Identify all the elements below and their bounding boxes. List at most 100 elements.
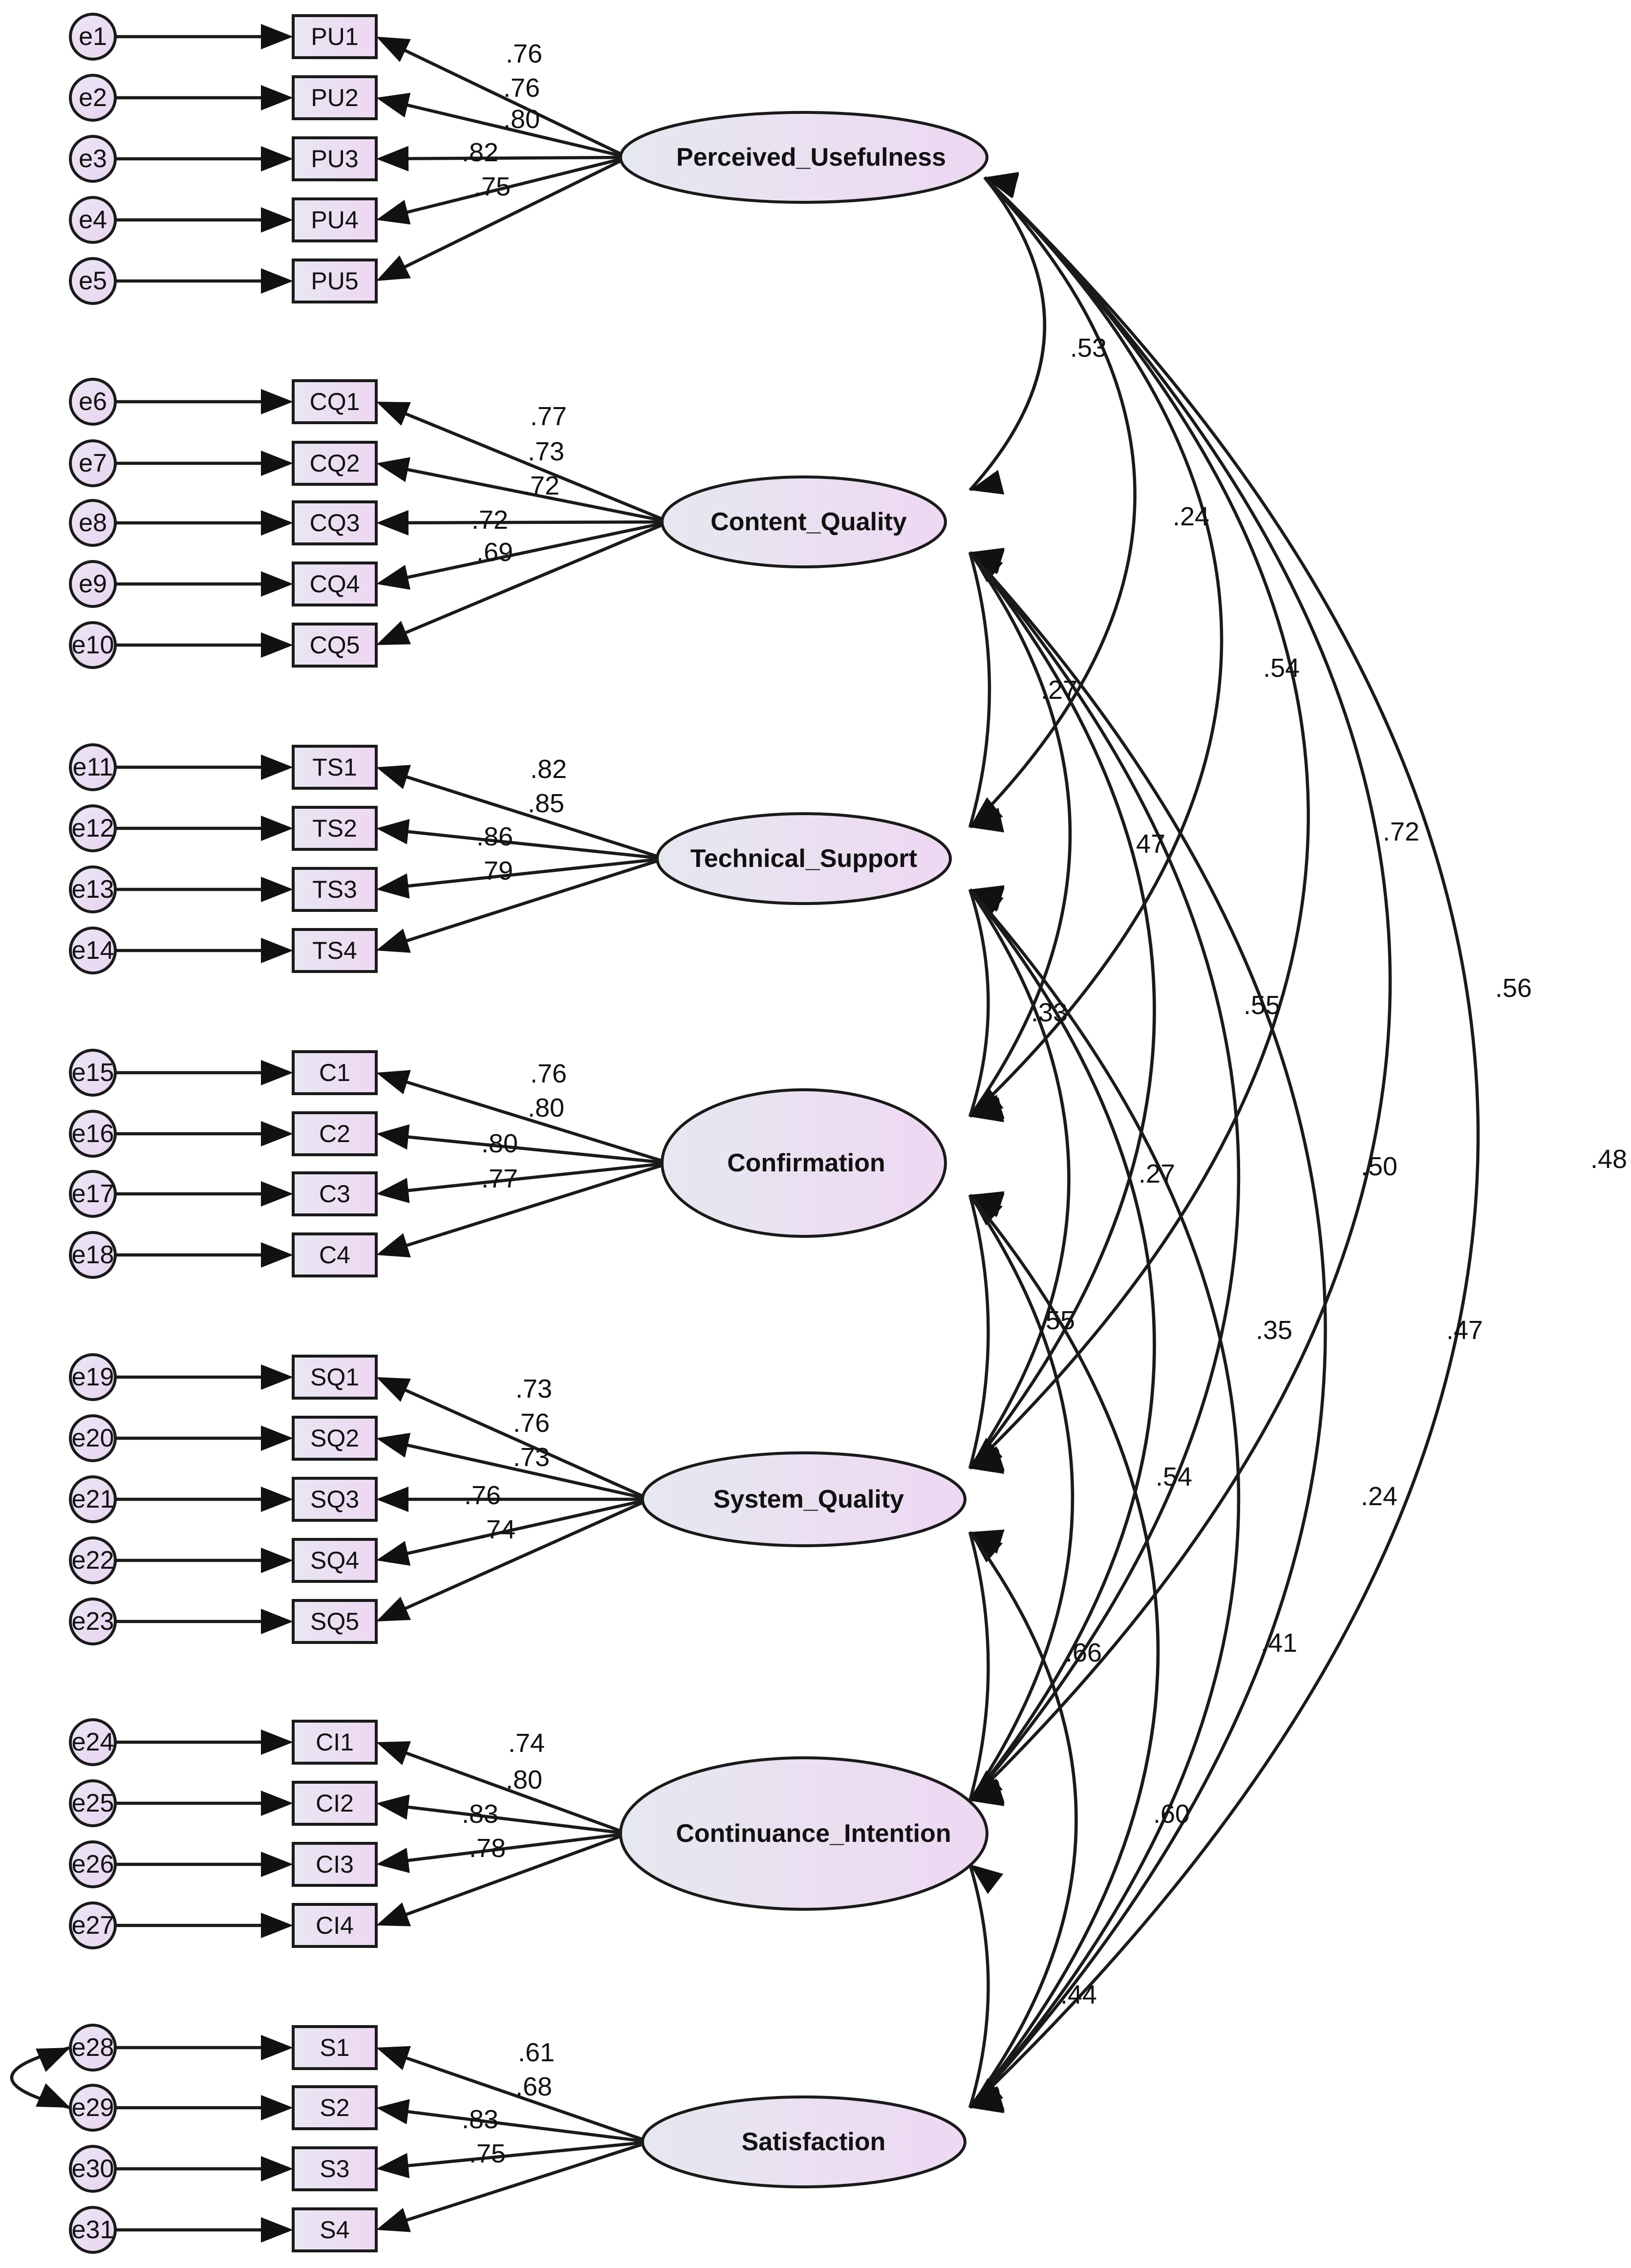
loading-value-sq4: .76 — [464, 1481, 501, 1510]
correlation-technical-support-continuance-intention-value: .35 — [1256, 1316, 1292, 1345]
error-e12: e12 — [69, 804, 117, 852]
loading-value-c2: .80 — [528, 1093, 564, 1123]
error-e5: e5 — [69, 257, 117, 305]
error-label: e31 — [72, 2216, 114, 2244]
error-circle — [69, 2024, 117, 2072]
error-label: e3 — [79, 145, 107, 173]
loading-path-ts2 — [405, 830, 665, 861]
loading-path-s3 — [405, 2140, 650, 2168]
error-arrowhead-e16 — [261, 1121, 293, 1146]
loading-arrowhead-cq4 — [376, 564, 410, 590]
loading-path-sq5 — [402, 1498, 651, 1611]
correlation-content-quality-continuance-intention-value: .50 — [1361, 1152, 1397, 1181]
loading-path-sq1 — [402, 1387, 651, 1501]
loading-arrowhead-c2 — [376, 1124, 410, 1150]
correlation-content-quality-system-quality-value: .55 — [1244, 991, 1280, 1020]
indicator-cq3: CQ3 — [292, 500, 378, 545]
correlation-system-quality-continuance-intention-value: .66 — [1065, 1638, 1102, 1667]
error-circle — [69, 74, 117, 122]
error-label: e13 — [72, 875, 114, 904]
indicator-box — [292, 1477, 378, 1522]
error-circle — [69, 257, 117, 305]
loading-value-s3: .83 — [462, 2105, 498, 2134]
indicator-label: CI4 — [316, 1912, 354, 1939]
loading-arrowhead-s3 — [376, 2153, 410, 2179]
correlation-confirmation-continuance-intention-value: .54 — [1156, 1462, 1192, 1491]
error-e10: e10 — [69, 621, 117, 669]
indicator-box — [292, 1720, 378, 1765]
latent-ellipse — [661, 1088, 947, 1238]
indicator-box — [292, 259, 378, 303]
latent-continuance-intention: Continuance_Intention — [619, 1756, 988, 1911]
indicator-ts4: TS4 — [292, 928, 378, 973]
indicator-box — [292, 1903, 378, 1948]
loading-arrowhead-c3 — [376, 1178, 410, 1203]
indicator-ci3: CI3 — [292, 1842, 378, 1887]
error-circle — [69, 1840, 117, 1888]
error-label: e18 — [72, 1241, 114, 1269]
error-e31: e31 — [69, 2206, 117, 2254]
loading-value-c4: .77 — [481, 1164, 518, 1193]
loading-path-pu2 — [404, 103, 628, 159]
indicator-box — [292, 1355, 378, 1400]
indicator-box — [292, 806, 378, 851]
indicator-cq4: CQ4 — [292, 562, 378, 606]
indicator-box — [292, 1538, 378, 1583]
error-e3: e3 — [69, 135, 117, 183]
correlation-perceived-usefulness-system-quality-value: .72 — [1383, 817, 1419, 846]
error-arrowhead-e8 — [261, 510, 293, 536]
latent-ellipse — [661, 475, 947, 568]
indicator-c2: C2 — [292, 1111, 378, 1156]
loading-path-ts4 — [404, 857, 665, 943]
loading-arrowhead-pu4 — [376, 199, 411, 225]
loading-path-c1 — [404, 1080, 670, 1165]
loading-path-ci2 — [405, 1805, 628, 1836]
indicator-label: CQ4 — [310, 570, 360, 598]
indicator-box — [292, 379, 378, 424]
error-arrowhead-e29 — [261, 2095, 293, 2120]
error-arrowhead-e17 — [261, 1181, 293, 1207]
indicator-ci1: CI1 — [292, 1720, 378, 1765]
error-circle — [69, 13, 117, 61]
error-circle — [69, 1049, 117, 1097]
indicator-box — [292, 1232, 378, 1277]
correlation-perceived-usefulness-confirmation-value: .54 — [1263, 653, 1300, 683]
error-arrowhead-e25 — [261, 1791, 293, 1816]
latent-satisfaction: Satisfaction — [641, 2095, 966, 2188]
nodes: PU1e1PU2e2PU3e3PU4e4PU5e5CQ1e6CQ2e7CQ3e8… — [69, 13, 988, 2254]
loading-value-ts2: .85 — [528, 789, 564, 818]
error-label: e19 — [72, 1363, 114, 1391]
loading-path-s4 — [404, 2140, 650, 2223]
indicator-label: PU5 — [311, 267, 358, 295]
indicator-s2: S2 — [292, 2085, 378, 2130]
loading-value-cq5: .69 — [476, 538, 513, 567]
loading-path-sq2 — [404, 1443, 650, 1501]
latent-label: Content_Quality — [710, 508, 907, 536]
error-e20: e20 — [69, 1414, 117, 1462]
indicator-box — [292, 745, 378, 790]
correlation-technical-support-system-quality-arc — [968, 888, 1071, 1469]
indicator-box — [292, 2207, 378, 2252]
indicator-label: TS2 — [312, 815, 357, 842]
latent-ellipse — [641, 2095, 966, 2188]
indicator-label: C2 — [319, 1120, 350, 1147]
correlation-confirmation-satisfaction-value: .41 — [1261, 1628, 1297, 1658]
loading-value-ci4: .78 — [469, 1834, 506, 1863]
loading-path-pu3 — [405, 155, 628, 160]
correlation-technical-support-system-quality-value: .27 — [1138, 1159, 1175, 1188]
correlation-content-quality-technical-support-value: .27 — [1041, 675, 1077, 705]
indicator-box — [292, 2025, 378, 2070]
error-e11: e11 — [69, 743, 117, 791]
error-circle — [69, 1718, 117, 1766]
loading-value-pu2: .76 — [503, 73, 540, 103]
correlation-perceived-usefulness-system-quality-arc — [968, 176, 1310, 1470]
indicator-label: C3 — [319, 1180, 350, 1208]
error-arrowhead-e9 — [261, 571, 293, 597]
error-circle — [69, 1170, 117, 1218]
error-arrowhead-e19 — [261, 1364, 293, 1390]
loading-value-pu4: .82 — [462, 138, 498, 167]
loading-value-sq1: .73 — [515, 1374, 552, 1404]
loading-value-pu1: .76 — [506, 39, 542, 68]
correlation-system-quality-continuance-intention-arc — [968, 1532, 990, 1801]
error-e1: e1 — [69, 13, 117, 61]
